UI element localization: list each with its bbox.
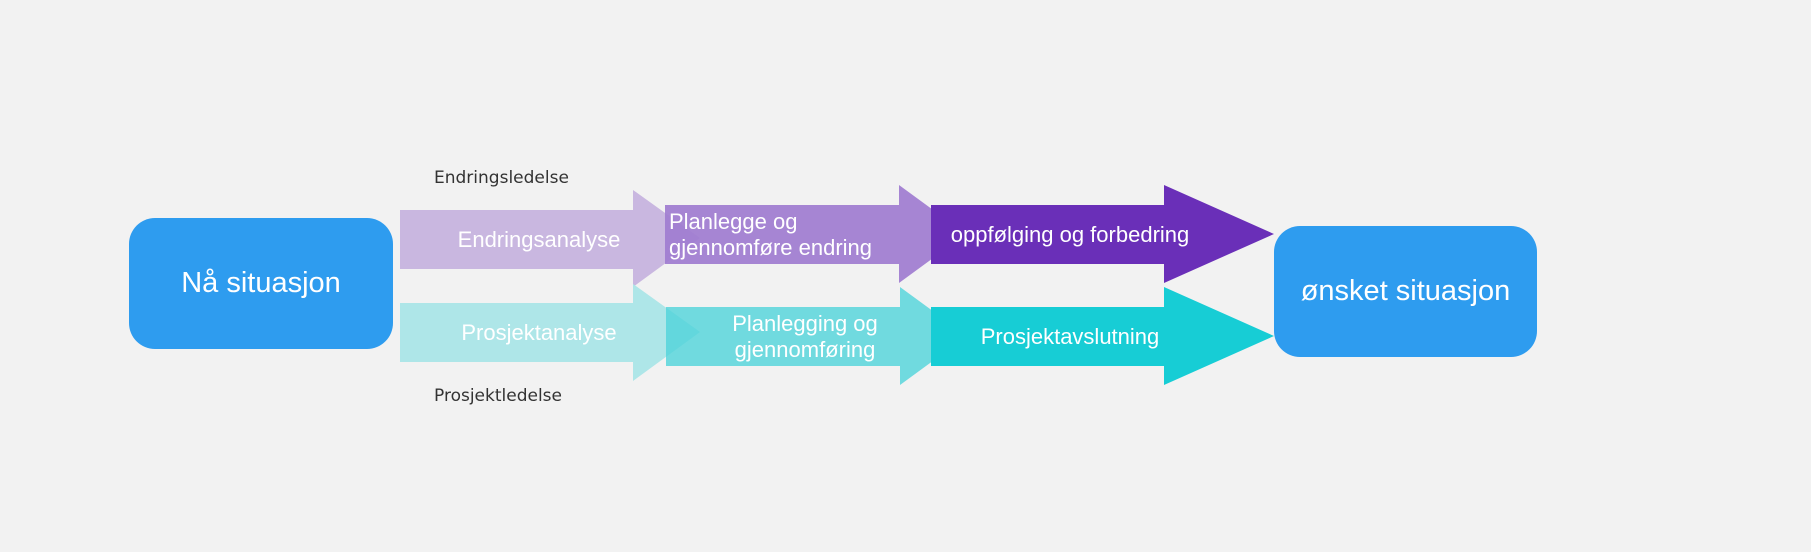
- step-text-lines: Planlegge og gjennomføre endring: [669, 209, 872, 261]
- step-label-prosjektanalyse: Prosjektanalyse: [400, 303, 678, 362]
- step-label-oppfolging-forbedring: oppfølging og forbedring: [931, 205, 1209, 264]
- arrow-oppfolging-forbedring: [931, 185, 1274, 283]
- step-text-line-1: Planlegge og: [669, 208, 798, 234]
- current-situation-label: Nå situasjon: [181, 267, 341, 299]
- step-label-endringsanalyse: Endringsanalyse: [400, 210, 678, 269]
- arrow-planlegge-gjennomfore-endring: [665, 185, 966, 283]
- arrow-endringsanalyse: [400, 190, 700, 287]
- step-text-lines: Planlegging og gjennomføring: [732, 311, 878, 363]
- arrow-planlegging-gjennomforing: [666, 287, 967, 385]
- lane-label-bottom: Prosjektledelse: [434, 386, 562, 406]
- step-text-line-2: gjennomføre endring: [669, 234, 873, 260]
- current-situation-box: Nå situasjon: [129, 218, 393, 349]
- step-label-planlegge-gjennomfore-endring: Planlegge og gjennomføre endring: [669, 205, 909, 264]
- arrow-prosjektanalyse: [400, 284, 700, 381]
- step-text-line-1: Planlegging og: [732, 310, 878, 336]
- lane-label-top: Endringsledelse: [434, 168, 569, 188]
- step-text: Endringsanalyse: [457, 226, 621, 252]
- step-label-prosjektavslutning: Prosjektavslutning: [931, 307, 1209, 366]
- step-label-planlegging-gjennomforing: Planlegging og gjennomføring: [666, 307, 944, 366]
- desired-situation-box: ønsket situasjon: [1274, 226, 1537, 357]
- step-text-line-2: gjennomføring: [734, 336, 876, 362]
- step-text: Prosjektanalyse: [461, 319, 617, 345]
- step-text: Prosjektavslutning: [980, 323, 1160, 349]
- step-text: oppfølging og forbedring: [950, 221, 1190, 247]
- arrow-prosjektavslutning: [931, 287, 1274, 385]
- desired-situation-label: ønsket situasjon: [1300, 275, 1511, 307]
